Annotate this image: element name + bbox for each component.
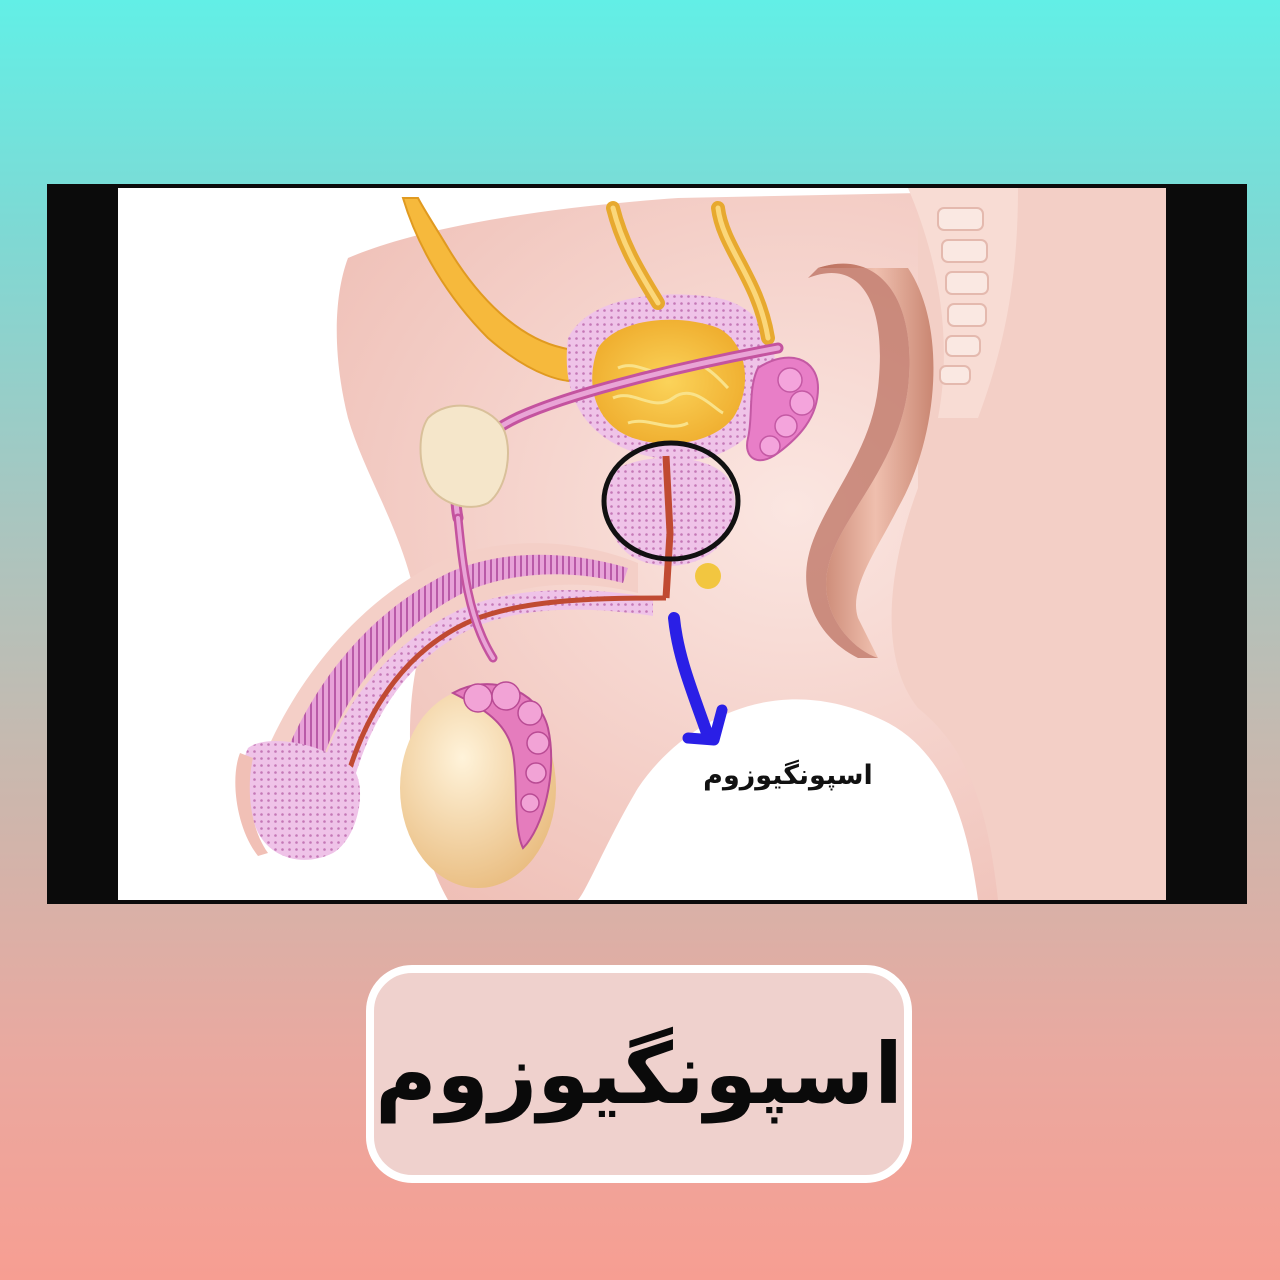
corpus-cavernosum xyxy=(288,554,628,758)
symphysis xyxy=(419,404,509,508)
caption-text: اسپونگیوزوم xyxy=(375,1025,903,1123)
caption-box: اسپونگیوزوم xyxy=(366,965,912,1183)
foreskin xyxy=(235,753,268,856)
vertebrae xyxy=(937,207,989,385)
rectum-wall xyxy=(806,263,910,658)
image-frame: اسپونگیوزوم xyxy=(47,184,1247,904)
pointer-arrow xyxy=(668,612,714,742)
rectum xyxy=(818,263,934,658)
anatomy-illustration: اسپونگیوزوم xyxy=(118,188,1166,900)
glans xyxy=(243,740,361,860)
bulbourethral-gland xyxy=(695,563,721,589)
arrow-head xyxy=(682,704,728,746)
buttock-skin xyxy=(891,188,1166,900)
highlight-circle xyxy=(601,440,741,562)
structure-label: اسپونگیوزوم xyxy=(703,760,873,791)
prostatic-urethra xyxy=(662,455,674,599)
anatomy-diagram xyxy=(235,188,1166,900)
bladder-inner xyxy=(592,319,745,444)
